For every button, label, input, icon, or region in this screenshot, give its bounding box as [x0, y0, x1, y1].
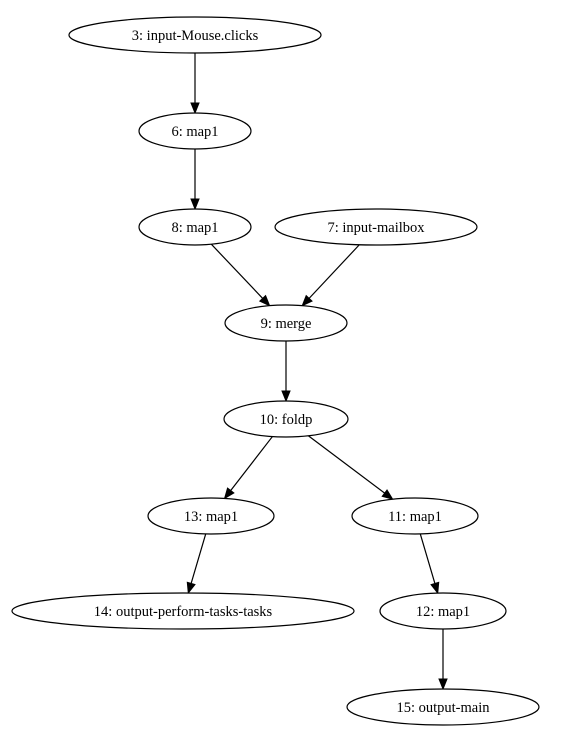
graph-node: 14: output-perform-tasks-tasks	[11, 592, 355, 630]
graph-node: 7: input-mailbox	[274, 208, 478, 246]
edge-line	[210, 243, 264, 299]
edges-layer	[186, 53, 448, 691]
graph-node: 8: map1	[138, 208, 252, 246]
node-label: 14: output-perform-tasks-tasks	[94, 604, 273, 620]
node-ellipse	[68, 16, 322, 54]
arrowhead-icon	[301, 294, 313, 307]
node-ellipse	[346, 688, 540, 726]
edge-line	[190, 533, 207, 584]
edge-line	[307, 435, 385, 494]
graph-edge	[301, 244, 360, 307]
node-ellipse	[11, 592, 355, 630]
node-label: 7: input-mailbox	[327, 220, 425, 236]
node-label: 15: output-main	[396, 700, 490, 716]
node-label: 11: map1	[388, 509, 442, 525]
node-ellipse	[274, 208, 478, 246]
graph-edge	[419, 533, 440, 595]
graph-edge	[281, 341, 291, 403]
node-label: 8: map1	[171, 220, 218, 236]
graph-node: 11: map1	[351, 497, 479, 535]
arrowhead-icon	[381, 489, 394, 500]
edge-line	[230, 436, 273, 491]
node-label: 6: map1	[171, 124, 218, 140]
node-ellipse	[351, 497, 479, 535]
nodes-layer: 3: input-Mouse.clicks 6: map1 8: map1 7: in…	[11, 16, 540, 726]
arrowhead-icon	[186, 581, 196, 595]
edge-line	[308, 244, 360, 299]
node-label: 12: map1	[416, 604, 470, 620]
graph-node: 12: map1	[379, 592, 507, 630]
node-ellipse	[147, 497, 275, 535]
graph-edge	[186, 533, 207, 595]
graph-node: 10: foldp	[223, 400, 349, 438]
node-ellipse	[379, 592, 507, 630]
node-ellipse	[138, 208, 252, 246]
graph-node: 13: map1	[147, 497, 275, 535]
graph-edge	[223, 436, 273, 500]
graph-node: 3: input-Mouse.clicks	[68, 16, 322, 54]
graph-node: 9: merge	[224, 304, 348, 342]
graph-edge	[210, 243, 271, 307]
graph-edge	[190, 53, 200, 115]
arrowhead-icon	[190, 102, 200, 115]
graph-edge	[190, 149, 200, 211]
arrowhead-icon	[223, 487, 235, 500]
arrowhead-icon	[438, 678, 448, 691]
arrowhead-icon	[281, 390, 291, 403]
edge-line	[419, 533, 436, 584]
graph-edge	[307, 435, 394, 500]
graph-node: 6: map1	[138, 112, 252, 150]
arrowhead-icon	[258, 294, 271, 307]
graph-node: 15: output-main	[346, 688, 540, 726]
node-label: 13: map1	[184, 509, 238, 525]
node-ellipse	[138, 112, 252, 150]
arrowhead-icon	[430, 581, 440, 595]
node-ellipse	[223, 400, 349, 438]
arrowhead-icon	[190, 198, 200, 211]
node-label: 9: merge	[261, 316, 312, 332]
node-label: 10: foldp	[260, 412, 313, 428]
node-ellipse	[224, 304, 348, 342]
graph-edge	[438, 629, 448, 691]
node-label: 3: input-Mouse.clicks	[132, 28, 259, 44]
